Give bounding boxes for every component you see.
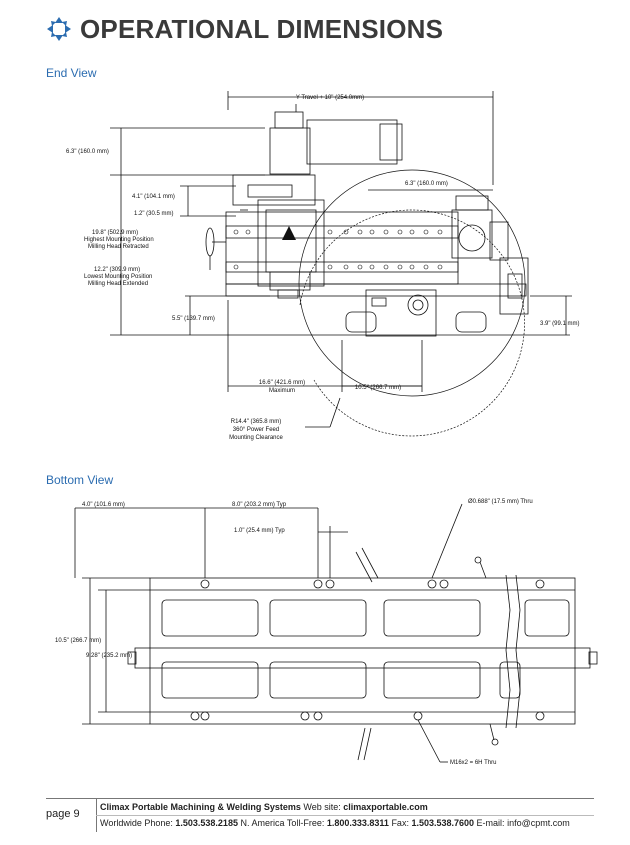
y-travel-label: Y Travel + 10" (254.0mm)	[296, 95, 364, 101]
fax-number: 1.503.538.7600	[411, 818, 475, 828]
end-view-drawing	[110, 91, 572, 437]
dim-19-8: 19.8" (502.9 mm)	[92, 230, 138, 236]
email-label: E-mail:	[476, 818, 505, 828]
ww-phone: 1.503.538.2185	[175, 818, 238, 828]
dim-12-2-line-b: Milling Head Extended	[88, 281, 148, 287]
bottom-view-drawing	[74, 503, 598, 763]
dim-12-2: 12.2" (309.9 mm)	[94, 267, 140, 273]
bottom-view-heading: Bottom View	[46, 473, 114, 487]
page-number: page 9	[46, 808, 80, 820]
email-link[interactable]: info@cpmt.com	[507, 818, 570, 828]
dim-4-1: 4.1" (104.1 mm)	[132, 194, 175, 200]
footer-contact-line: Worldwide Phone: 1.503.538.2185 N. Ameri…	[100, 818, 570, 828]
na-phone: 1.800.333.8311	[326, 818, 389, 828]
dim-hole-diameter: Ø0.688" (17.5 mm) Thru	[468, 499, 533, 505]
radius-label: R14.4" (365.8 mm)	[231, 419, 281, 425]
dim-10-5-bottom: 10.5" (266.7 mm)	[55, 638, 101, 644]
website-link[interactable]: climaxportable.com	[343, 802, 428, 812]
dim-16-6-maximum: Maximum	[269, 388, 295, 394]
radius-line-b: Mounting Clearance	[229, 435, 283, 441]
company-name: Climax Portable Machining & Welding Syst…	[100, 802, 301, 812]
dim-19-8-line-b: Milling Head Retracted	[88, 244, 149, 250]
ww-label: Worldwide Phone:	[100, 818, 173, 828]
dim-9-28: 9.28" (235.2 mm)	[86, 653, 132, 659]
dim-12-2-line-a: Lowest Mounting Position	[84, 274, 152, 280]
dim-6-3-right: 6.3" (160.0 mm)	[405, 181, 448, 187]
end-view-heading: End View	[46, 66, 97, 80]
dim-1-0: 1.0" (25.4 mm) Typ	[234, 528, 285, 534]
na-label: N. America Toll-Free:	[240, 818, 325, 828]
dim-8-0: 8.0" (203.2 mm) Typ	[232, 502, 287, 508]
footer-company-line: Climax Portable Machining & Welding Syst…	[100, 802, 428, 812]
dim-5-5: 5.5" (139.7 mm)	[172, 316, 215, 322]
dim-16-6: 16.6" (421.6 mm)	[259, 380, 305, 386]
fax-label: Fax:	[391, 818, 409, 828]
dim-6-3-top: 6.3" (160.0 mm)	[66, 149, 109, 155]
footer-divider	[46, 798, 594, 799]
dim-19-8-line-a: Highest Mounting Position	[84, 237, 154, 243]
dim-4-0: 4.0" (101.6 mm)	[82, 502, 125, 508]
radius-line-a: 360° Power Feed	[233, 427, 279, 433]
dim-10-5-end: 10.5" (266.7 mm)	[355, 385, 401, 391]
footer-mid-divider	[96, 815, 594, 816]
page-title: OPERATIONAL DIMENSIONS	[80, 14, 444, 44]
dim-1-2: 1.2" (30.5 mm)	[134, 211, 173, 217]
dim-m16: M16x2 = 6H Thru	[450, 760, 496, 766]
web-label: Web site:	[303, 802, 341, 812]
climax-logo-icon	[47, 17, 71, 41]
dim-3-9: 3.9" (99.1 mm)	[540, 321, 579, 327]
